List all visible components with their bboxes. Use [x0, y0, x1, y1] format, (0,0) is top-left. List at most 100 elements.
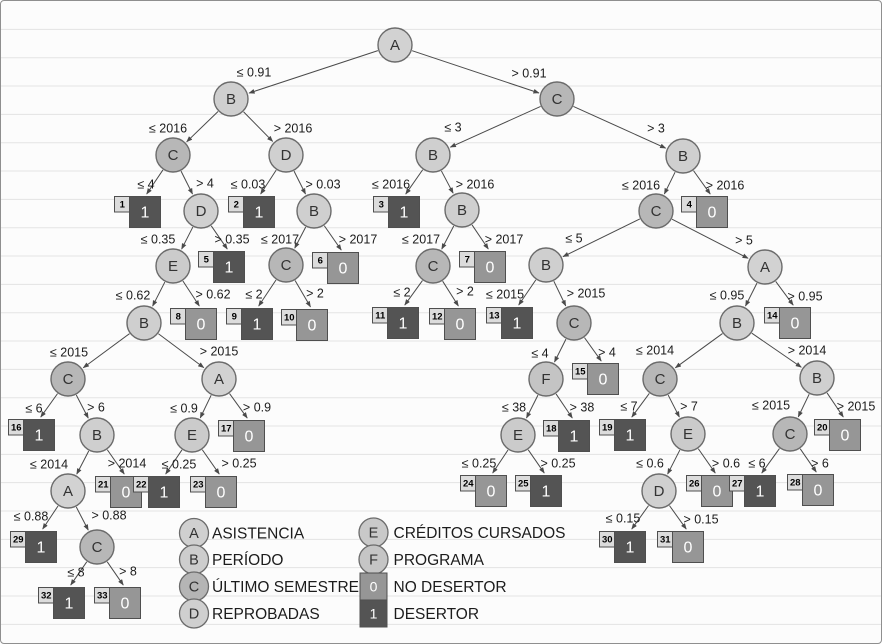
leaf-class-square	[387, 307, 419, 339]
tree-node-C: C	[772, 416, 808, 452]
leaf-number: 5	[204, 255, 210, 266]
leaf-class-value: 0	[599, 372, 608, 389]
leaf-class-square	[744, 475, 776, 507]
tree-node-F: F	[528, 361, 564, 397]
tree-edge	[449, 105, 541, 148]
edge-label: ≤ 0.35	[141, 233, 176, 247]
leaf-number: 14	[767, 311, 778, 322]
tree-edge	[471, 224, 489, 250]
tree-edge	[518, 279, 537, 306]
edge-label: > 2015	[567, 287, 606, 301]
leaf-number: 28	[790, 478, 801, 489]
leaf-number: 17	[221, 424, 232, 435]
leaf-number: 7	[465, 255, 470, 266]
legend-label: DESERTOR	[394, 606, 480, 623]
leaf-class-value: 1	[35, 428, 44, 445]
tree-edge	[42, 505, 59, 530]
leaf-class-value: 0	[456, 317, 465, 334]
tree-edge	[260, 169, 277, 195]
leaf-number: 30	[602, 535, 613, 546]
tree-node-B: B	[79, 417, 115, 453]
leaf-class-value: 0	[841, 428, 850, 445]
edge-label: ≤ 38	[502, 401, 526, 415]
tree-edge	[75, 394, 89, 419]
leaf-number: 12	[432, 312, 443, 323]
tree-node-circle	[415, 248, 451, 284]
edge-label: ≤ 2017	[261, 233, 299, 247]
leaf-number: 9	[232, 312, 237, 323]
edge-label: > 0.25	[221, 457, 256, 471]
tree-edge	[826, 392, 844, 418]
leaf-class-square	[530, 475, 562, 507]
tree-node-B: B	[213, 81, 249, 117]
leaf-class-square	[696, 196, 728, 228]
leaf-number: 6	[318, 256, 323, 267]
tree-edge	[527, 449, 545, 474]
edge-label: > 4	[196, 177, 214, 191]
tree-node-circle	[415, 137, 451, 173]
leaf-class-square	[243, 196, 275, 228]
edge-label: > 0.25	[540, 457, 575, 471]
tree-node-letter: B	[92, 427, 102, 444]
leaf-class-square	[148, 476, 180, 508]
edge-label: ≤ 0.88	[14, 510, 49, 524]
tree-node-letter: B	[732, 315, 742, 332]
tree-edge	[671, 218, 749, 259]
leaf-class-square	[25, 531, 57, 563]
leaf-class-square	[241, 308, 273, 340]
tree-node-letter: E	[168, 258, 178, 275]
tree-edge	[293, 170, 306, 195]
tree-edge	[441, 225, 455, 250]
tree-node-circle	[665, 138, 701, 174]
tree-edge	[258, 279, 277, 307]
edge-label: ≤ 2016	[622, 179, 660, 193]
tree-node-C: C	[638, 193, 674, 229]
tree-node-circle	[296, 193, 332, 229]
tree-node-A: A	[747, 249, 783, 285]
tree-node-circle	[799, 360, 835, 396]
tree-edge	[294, 280, 311, 308]
tree-edge	[573, 105, 667, 149]
tree-edge	[562, 218, 641, 258]
edge-label: > 6	[811, 457, 829, 471]
tree-edge	[76, 450, 90, 475]
leaf-number: 31	[660, 535, 671, 546]
tree-node-C: C	[50, 361, 86, 397]
tree-node-letter: E	[513, 427, 523, 444]
leaf-number: 13	[489, 311, 500, 322]
tree-node-letter: E	[187, 427, 197, 444]
leaf-class-square	[587, 363, 619, 395]
edge-label: > 0.91	[511, 67, 546, 81]
edge-label: > 0.62	[195, 288, 230, 302]
leaf-number: 23	[193, 480, 204, 491]
edge-label: > 0.15	[683, 513, 718, 527]
tree-node-A: A	[201, 361, 237, 397]
leaf-class-square	[129, 196, 161, 228]
tree-edge	[440, 170, 454, 194]
tree-edge	[405, 169, 424, 195]
tree-edge	[404, 280, 423, 306]
tree-edge	[248, 50, 379, 94]
tree-edge	[553, 280, 567, 307]
leaf-class-square	[614, 531, 646, 563]
tree-node-B: B	[126, 305, 162, 341]
leaf-class-square	[701, 475, 733, 507]
tree-node-circle	[642, 361, 678, 397]
leaf-number: 24	[463, 479, 474, 490]
tree-node-letter: B	[139, 315, 149, 332]
tree-edge	[201, 449, 220, 475]
leaf-number: 11	[375, 311, 386, 322]
tree-node-circle	[772, 416, 808, 452]
tree-edge	[667, 449, 681, 475]
edge-label: > 0.88	[91, 509, 126, 523]
